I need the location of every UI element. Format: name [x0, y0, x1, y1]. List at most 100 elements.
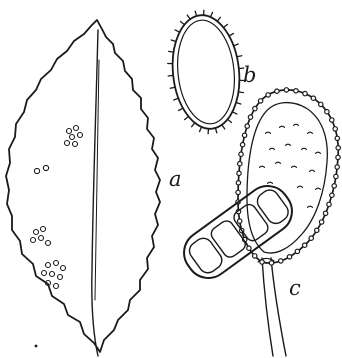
label-ascus: c: [289, 276, 301, 300]
spore-spine: [238, 92, 243, 93]
spore-spine: [234, 44, 239, 46]
ascus-bump: [236, 190, 240, 194]
spore-spine: [169, 51, 174, 52]
ascus-bump: [237, 171, 241, 175]
spore-spine: [168, 75, 173, 76]
ascus-bump: [335, 136, 339, 140]
ascus-granule: [302, 148, 307, 149]
ascus-bump: [303, 91, 307, 95]
ascus-bump: [294, 89, 298, 93]
leaf-spot: [74, 126, 79, 131]
spore-cell: [254, 187, 292, 227]
ascus-bump: [333, 127, 337, 131]
spore-spines: [168, 10, 245, 133]
ascus-bump: [279, 259, 283, 263]
spore-spine: [195, 11, 196, 16]
ascus-bump: [284, 88, 288, 92]
label-spore: b: [243, 63, 256, 87]
ascus-bump: [248, 115, 252, 119]
leaf-spot: [34, 230, 39, 235]
ascus-bump: [266, 93, 270, 97]
ascus-bump: [323, 211, 327, 215]
spore-wall-outer: [167, 12, 245, 132]
leaf-spot: [67, 129, 72, 134]
spore-spine: [187, 15, 190, 19]
ascus-granule: [270, 148, 275, 149]
leaf-spot: [41, 227, 46, 232]
ascus-bump: [330, 193, 334, 197]
spore-spine: [171, 40, 176, 42]
ascus-bump: [330, 118, 334, 122]
spore-spine: [224, 24, 228, 27]
ascus-bump: [332, 184, 336, 188]
leaf-spot: [54, 261, 59, 266]
spore-spine: [236, 103, 241, 105]
ascus-bump: [236, 181, 240, 185]
spore-cell: [231, 202, 270, 244]
ascus-bump: [242, 133, 246, 137]
ascus-bump: [245, 124, 249, 128]
leaf-spot: [39, 236, 44, 241]
leaf-spot: [70, 135, 75, 140]
ascus-bump: [258, 99, 262, 103]
ascus-bump: [319, 220, 323, 224]
leaf-spot: [43, 165, 48, 170]
spore-spine: [192, 123, 195, 127]
ascus-bump: [334, 174, 338, 178]
ascus-granule: [280, 126, 285, 127]
ascus-granule: [316, 152, 321, 153]
leaf-spot: [54, 284, 59, 289]
ascus-bump: [253, 254, 257, 258]
leaf-spot: [65, 141, 70, 146]
ascus-stalk-edge: [271, 258, 286, 356]
ascus-stalk: [262, 258, 273, 356]
ascus-granule: [310, 170, 315, 171]
ascus-granules: [260, 124, 321, 207]
spore-spine: [179, 108, 183, 110]
ascus-bump: [336, 155, 340, 159]
ascus-bump: [269, 261, 273, 265]
spore-spine: [175, 30, 180, 32]
leaf-spot: [78, 133, 83, 138]
ascus-bump: [325, 110, 329, 114]
ascus-bump: [319, 102, 323, 106]
ascus-granule: [276, 162, 281, 163]
ascus-bump: [295, 249, 299, 253]
ascus-figure: [175, 88, 340, 356]
leaf-spot: [34, 168, 39, 173]
ascus-bump: [238, 219, 242, 223]
leaf-spot: [46, 241, 51, 246]
leaf-spot: [50, 272, 55, 277]
ascus-granule: [286, 144, 291, 145]
ascus-granule: [308, 132, 313, 133]
leaf-spot-cluster: [31, 126, 83, 289]
ascus-bump: [336, 146, 340, 150]
ascus-granule: [298, 186, 303, 187]
leaf-spot: [61, 266, 66, 271]
ascus-granule: [294, 124, 299, 125]
ascus-granule: [292, 166, 297, 167]
spore-spine: [185, 116, 189, 119]
ascus-granule: [268, 182, 273, 183]
leaf-spot: [58, 275, 63, 280]
ascus-bump: [309, 236, 313, 240]
spore-spine: [217, 17, 220, 21]
leaf-spot: [42, 271, 47, 276]
spore-spine: [211, 12, 213, 17]
spore-spine: [200, 127, 202, 132]
leaf-outline: [6, 20, 160, 352]
ascus-bump: [327, 202, 331, 206]
spore-spine: [174, 98, 179, 100]
ascus-bump: [335, 165, 339, 169]
label-leaf: a: [169, 167, 182, 191]
ascus-granule: [308, 206, 313, 207]
ascus-bump: [238, 162, 242, 166]
leaf-spot: [46, 263, 51, 268]
ascus-granule: [266, 132, 271, 133]
spore-spine: [229, 34, 233, 36]
spore-spine: [215, 128, 216, 133]
ascus-bump: [287, 255, 291, 259]
ascus-bump: [253, 106, 257, 110]
ascus-bump: [260, 260, 264, 264]
ascus-bump: [275, 89, 279, 93]
